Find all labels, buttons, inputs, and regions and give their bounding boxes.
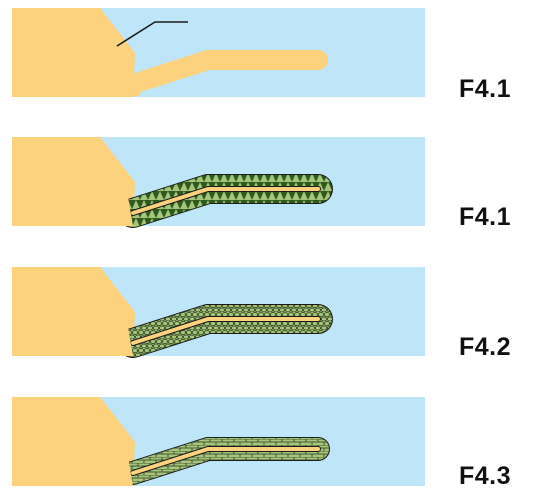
panel-1 [12,8,425,97]
panel-label-3: F4.2 [459,333,512,361]
rock-edge [12,397,133,486]
panel-2 [12,137,425,228]
strip-core [123,50,328,94]
strip-core [131,187,320,215]
panel-label-2: F4.1 [459,203,512,231]
panel-3 [12,267,425,358]
rock-mass [12,8,135,97]
panel-label-4: F4.3 [459,462,512,490]
strip-core [131,317,320,345]
strip-core [131,447,320,475]
panel-label-1: F4.1 [459,75,512,103]
rock-edge [12,137,133,226]
rock-edge [12,267,133,356]
panel-4 [12,397,425,486]
wire-line [116,21,188,47]
